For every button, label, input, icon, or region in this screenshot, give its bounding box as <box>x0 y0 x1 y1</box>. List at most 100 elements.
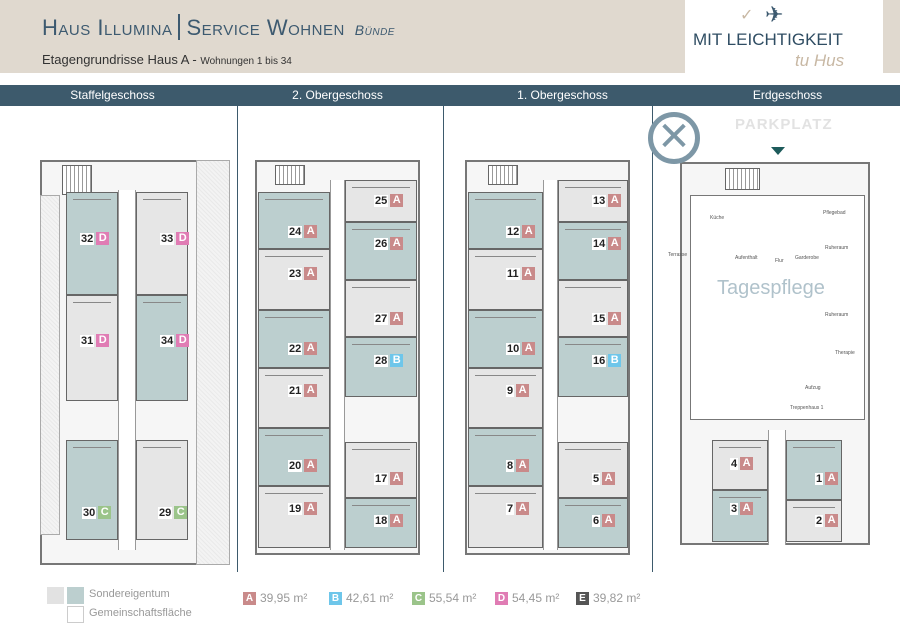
apartment-unit[interactable] <box>258 249 330 310</box>
apartment-unit[interactable] <box>558 442 628 498</box>
wall-line <box>143 199 181 200</box>
unit-type-badge: A <box>390 514 404 527</box>
unit-type-badge: D <box>96 334 110 347</box>
apartment-unit[interactable] <box>258 486 330 548</box>
wall-line <box>565 505 621 506</box>
wall-line <box>265 199 323 200</box>
title-separator <box>178 14 181 40</box>
unit-type-badge: A <box>825 514 839 527</box>
apartment-unit[interactable] <box>345 442 417 498</box>
unit-number: 6 <box>592 514 601 527</box>
unit-number: 23 <box>288 267 303 280</box>
unit-type-badge: A <box>516 502 530 515</box>
wall-line <box>352 344 410 345</box>
wall-line <box>265 435 323 436</box>
apartment-unit[interactable] <box>345 222 417 280</box>
unit-number: 9 <box>506 384 515 397</box>
apartment-unit[interactable] <box>66 295 118 401</box>
apartment-unit[interactable] <box>712 440 768 490</box>
wall-line <box>265 317 323 318</box>
unit-number: 11 <box>506 267 520 280</box>
apartment-unit[interactable] <box>258 368 330 428</box>
wall-line <box>475 375 536 376</box>
wall-line <box>352 287 410 288</box>
unit-type-badge: A <box>602 514 616 527</box>
apartment-unit[interactable] <box>66 440 118 540</box>
unit-type-badge: A <box>390 194 404 207</box>
apartment-unit[interactable] <box>345 280 417 337</box>
apartment-unit[interactable] <box>258 428 330 486</box>
wall-line <box>352 229 410 230</box>
apartment-unit[interactable] <box>468 192 543 249</box>
apartment-unit[interactable] <box>468 428 543 486</box>
wall-line <box>565 287 621 288</box>
apartment-unit[interactable] <box>258 310 330 368</box>
apartment-unit[interactable] <box>136 295 188 401</box>
wall-line <box>475 256 536 257</box>
unit-number: 5 <box>592 472 601 485</box>
corridor <box>330 180 345 550</box>
staircase <box>488 165 518 185</box>
apartment-unit[interactable] <box>345 337 417 397</box>
apartment-unit[interactable] <box>712 490 768 542</box>
unit-type-badge: D <box>176 232 190 245</box>
swallow-icon: ✈ <box>765 2 784 27</box>
apartment-unit[interactable] <box>786 440 842 500</box>
daycare-area <box>690 195 865 420</box>
unit-number: 13 <box>592 194 607 207</box>
floor-title-og1: 1. Obergeschoss <box>517 88 608 102</box>
unit-number: 32 <box>80 232 95 245</box>
apartment-unit[interactable] <box>136 440 188 540</box>
wall-line <box>73 302 111 303</box>
apartment-unit[interactable] <box>558 337 628 397</box>
unit-number: 29 <box>158 506 173 519</box>
unit-type-badge: C <box>174 506 188 519</box>
unit-type-badge: B <box>390 354 404 367</box>
staircase <box>725 168 760 190</box>
unit-type-badge: D <box>176 334 190 347</box>
corridor <box>118 190 136 550</box>
entrance-arrow-icon <box>771 147 785 155</box>
unit-number: 1 <box>815 472 824 485</box>
floor-header-bar: Staffelgeschoss 2. Obergeschoss 1. Oberg… <box>0 85 900 106</box>
apartment-unit[interactable] <box>468 310 543 368</box>
type-area: 55,54 m² <box>429 591 477 605</box>
unit-number: 25 <box>374 194 389 207</box>
floor-title-eg: Erdgeschoss <box>752 88 823 102</box>
compass-icon: ✕ <box>648 112 700 164</box>
wall-line <box>565 449 621 450</box>
apartment-unit[interactable] <box>468 486 543 548</box>
unit-number: 19 <box>288 502 303 515</box>
unit-number: 31 <box>80 334 95 347</box>
legend-common: Gemeinschaftsfläche <box>89 607 192 619</box>
unit-type-badge: A <box>516 459 530 472</box>
type-badge: C <box>412 591 425 605</box>
apartment-unit[interactable] <box>468 368 543 428</box>
unit-number: 3 <box>730 502 739 515</box>
unit-type-badge: A <box>608 237 622 250</box>
unit-type-badge: A <box>304 502 318 515</box>
apartment-unit[interactable] <box>258 192 330 249</box>
unit-type-badge: A <box>304 267 318 280</box>
wall-line <box>793 447 835 448</box>
room-label: Flur <box>775 258 784 264</box>
apartment-unit[interactable] <box>558 280 628 337</box>
apartment-unit[interactable] <box>558 222 628 280</box>
